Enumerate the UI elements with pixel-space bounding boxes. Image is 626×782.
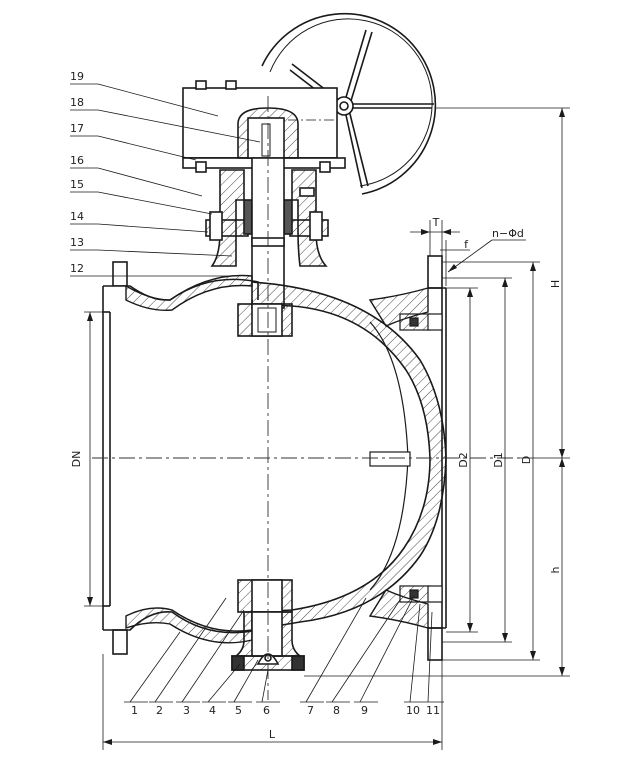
bonnet — [195, 161, 331, 267]
callout-13: 13 — [70, 236, 84, 249]
callout-leaders — [70, 83, 444, 703]
callout-4: 4 — [209, 704, 216, 717]
callout-11: 11 — [426, 704, 440, 717]
callout-10: 10 — [406, 704, 420, 717]
callout-1: 1 — [131, 704, 138, 717]
dimension-lines — [84, 107, 570, 750]
right-end-top — [368, 287, 429, 327]
dim-h: h — [549, 566, 562, 573]
dimension-arrows — [87, 108, 565, 745]
handwheel — [261, 12, 437, 195]
dim-holes: n−Φd — [492, 227, 524, 240]
callout-16: 16 — [70, 154, 84, 167]
dim-T: T — [432, 216, 440, 229]
callout-6: 6 — [263, 704, 270, 717]
callout-3: 3 — [183, 704, 190, 717]
dim-L: L — [269, 728, 276, 741]
callout-7: 7 — [307, 704, 314, 717]
seat-top — [399, 313, 443, 331]
callout-5: 5 — [235, 704, 242, 717]
callout-12: 12 — [70, 262, 84, 275]
dim-f: f — [464, 238, 469, 251]
dim-H: H — [549, 280, 562, 288]
callout-8: 8 — [333, 704, 340, 717]
callout-18: 18 — [70, 96, 84, 109]
callout-15: 15 — [70, 178, 84, 191]
dim-D1: D1 — [492, 452, 505, 467]
callout-19: 19 — [70, 70, 84, 83]
ball — [237, 281, 447, 631]
dim-DN: DN — [70, 451, 83, 468]
bottom-trunnion — [231, 611, 305, 671]
callout-14: 14 — [70, 210, 84, 223]
dim-D: D — [520, 456, 533, 464]
dim-D2: D2 — [457, 452, 470, 467]
centerlines — [92, 96, 520, 700]
seat-bottom — [399, 585, 443, 603]
right-end-bottom — [368, 589, 429, 629]
callout-9: 9 — [361, 704, 368, 717]
callout-2: 2 — [156, 704, 163, 717]
callout-17: 17 — [70, 122, 84, 135]
